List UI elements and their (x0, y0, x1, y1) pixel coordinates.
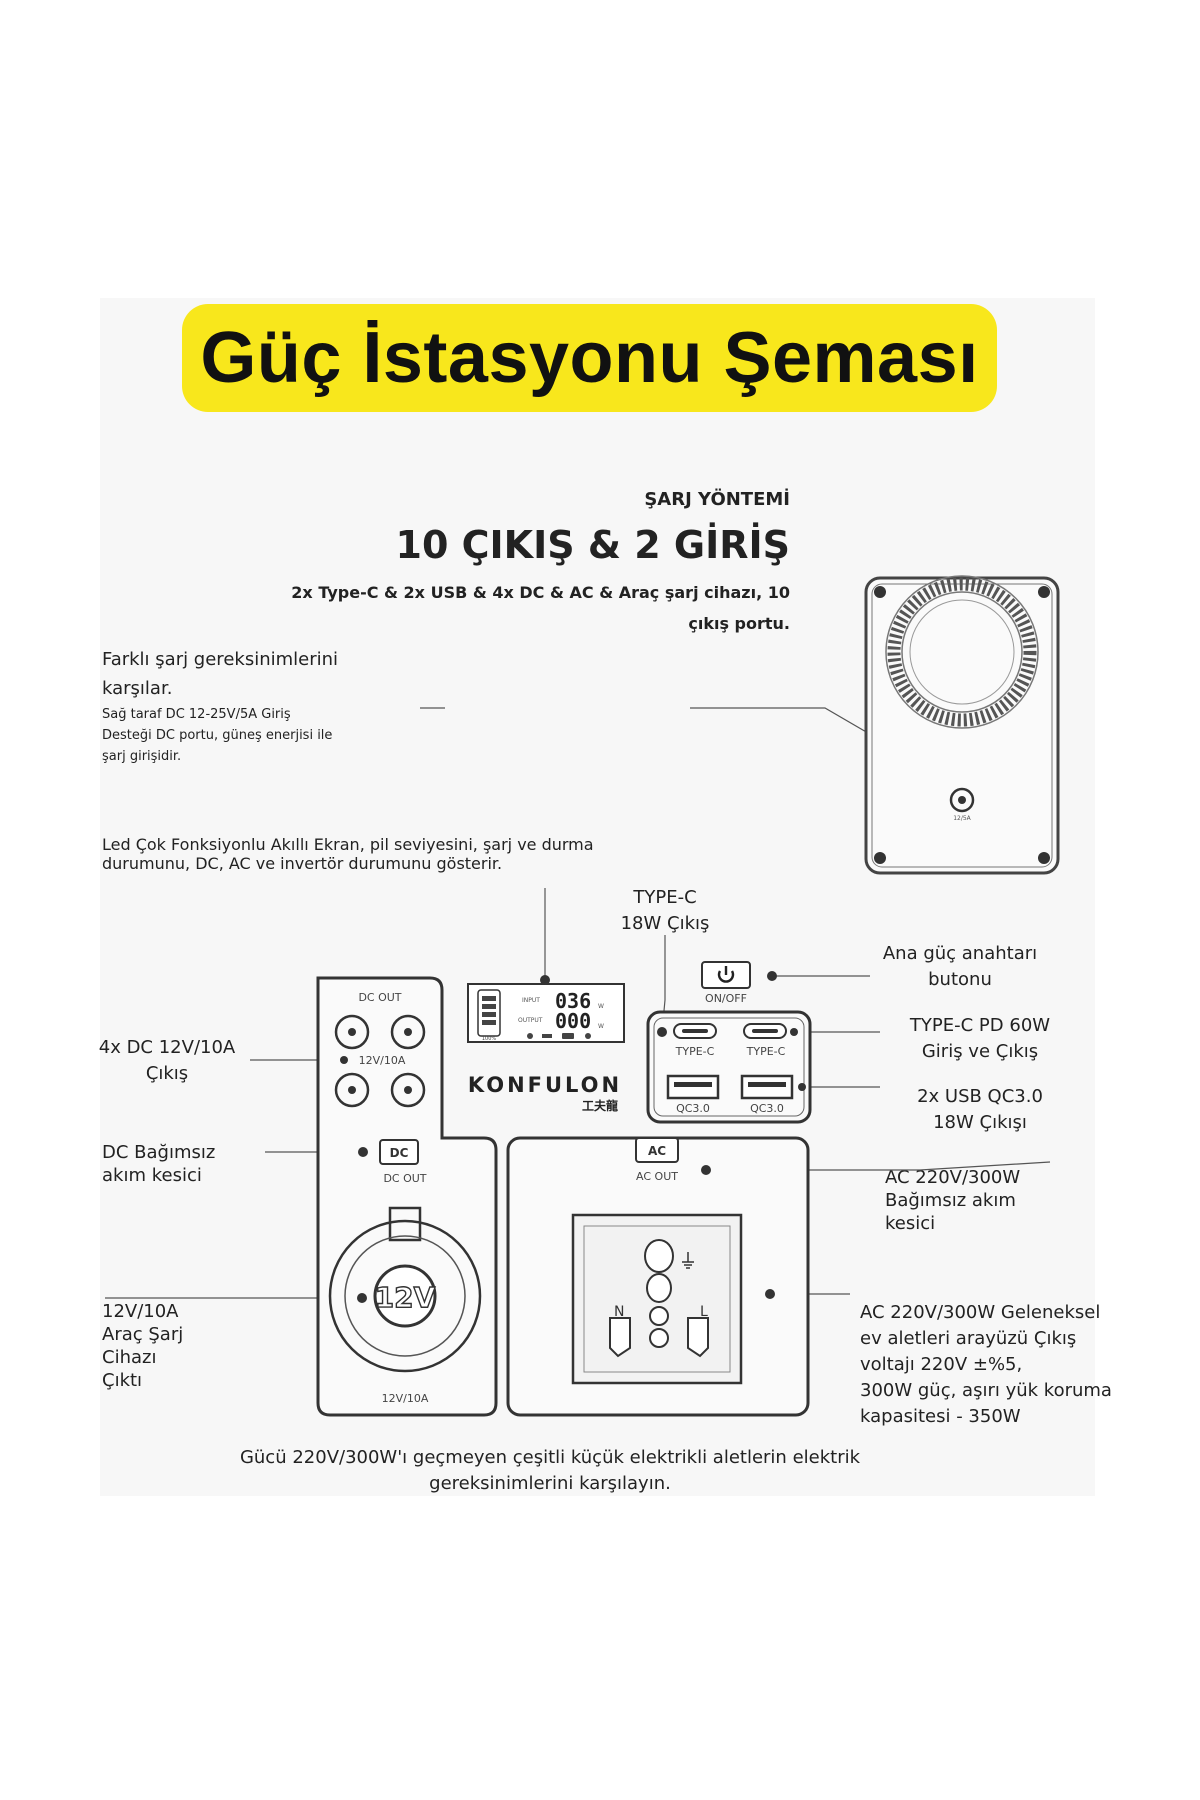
l-pin-icon (687, 1317, 709, 1358)
callout-ac-switch-2: Bağımsız akım (885, 1190, 1016, 1211)
lcd-input-unit: W (598, 1003, 604, 1010)
callout-dc4-2: Çıkış (145, 1063, 189, 1084)
qc-label-1: QC3.0 (676, 1102, 710, 1115)
power-label: ON/OFF (705, 992, 747, 1005)
qc-label-2: QC3.0 (750, 1102, 784, 1115)
header-subline-2: çıkış portu. (688, 614, 790, 633)
battery-icon (477, 989, 501, 1037)
callout-ac-out-1: AC 220V/300W Geleneksel (860, 1302, 1101, 1323)
side-panel: 12/5A (864, 575, 1060, 875)
callout-typec-pd-1: TYPE-C PD 60W (909, 1015, 1051, 1036)
earth-pin-icon (644, 1239, 674, 1273)
dc-port-icon (390, 1072, 426, 1108)
car-rating-label: 12V/10A (382, 1392, 429, 1405)
callout-power-2: butonu (928, 969, 992, 990)
note-dc-in-2: Desteği DC portu, güneş enerjisi ile (102, 728, 333, 743)
brand-chinese-logo: 工夫龍 (582, 1098, 618, 1113)
screw-icon (1038, 586, 1050, 598)
dc-status-icon (527, 1033, 533, 1039)
typec-label-1: TYPE-C (675, 1045, 715, 1058)
dc-switch-button[interactable] (379, 1139, 419, 1165)
callout-typec-18w-2: 18W Çıkış (620, 913, 710, 934)
callout-car-3: Cihazı (102, 1347, 157, 1368)
dc-port-icon (334, 1014, 370, 1050)
car-socket: 12V (328, 1206, 482, 1373)
ac-switch-button-label: AC (648, 1144, 666, 1158)
socket-l-label: L (700, 1304, 708, 1320)
typec-label-2: TYPE-C (746, 1045, 786, 1058)
ground-symbol-icon (682, 1252, 694, 1269)
header-kicker: ŞARJ YÖNTEMİ (644, 489, 790, 510)
usb-module: TYPE-C TYPE-C QC3.0 QC3.0 (646, 1010, 812, 1124)
n-pin-icon (609, 1317, 631, 1358)
lcd-input-value: 036 (555, 989, 591, 1013)
callout-dc4-1: 4x DC 12V/10A (98, 1037, 236, 1058)
lcd-battery-percent: 100% (482, 1036, 497, 1042)
dc-out-label: DC OUT (358, 991, 401, 1004)
universal-socket: N L (571, 1213, 775, 1385)
lcd-input-label: INPUT (522, 997, 540, 1004)
note-needs-1: Farklı şarj gereksinimlerini (102, 649, 339, 670)
dc-rating-label: 12V/10A (359, 1054, 406, 1067)
ac-switch-button[interactable] (635, 1137, 679, 1163)
screw-icon (874, 586, 886, 598)
callout-ac-out-3: voltajı 220V ±%5, (860, 1354, 1023, 1375)
note-dc-in-1: Sağ taraf DC 12-25V/5A Giriş (102, 707, 291, 722)
callout-typec-pd-2: Giriş ve Çıkış (921, 1041, 1039, 1062)
callout-ac-switch-3: kesici (885, 1213, 936, 1234)
car-socket-cap-icon (388, 1206, 422, 1242)
callout-car-4: Çıktı (102, 1370, 143, 1391)
callout-typec-18w-1: TYPE-C (633, 887, 697, 908)
callout-ac-out-2: ev aletleri arayüzü Çıkış (860, 1328, 1077, 1349)
callout-car-2: Araç Şarj (102, 1324, 184, 1345)
dc-switch-label: DC OUT (383, 1172, 426, 1185)
callout-power-1: Ana güç anahtarı (882, 943, 1038, 964)
ac-switch-label: AC OUT (636, 1170, 678, 1183)
ac-status-icon (562, 1033, 574, 1039)
dc-input-port-icon (949, 787, 975, 813)
header-subline-1: 2x Type-C & 2x USB & 4x DC & AC & Araç ş… (291, 583, 790, 602)
ac-module: AC AC OUT N L (506, 1136, 810, 1417)
title-banner: Güç İstasyonu Şeması (182, 304, 997, 412)
header-headline: 10 ÇIKIŞ & 2 GİRİŞ (395, 523, 790, 567)
callout-dc-switch-2: akım kesici (102, 1165, 202, 1186)
screw-icon (1038, 852, 1050, 864)
usb-status-icon (542, 1034, 552, 1038)
callout-ac-out-4: 300W güç, aşırı yük koruma (860, 1380, 1112, 1401)
note-needs-2: karşılar. (102, 678, 173, 699)
callout-dc-switch-1: DC Bağımsız (102, 1142, 216, 1163)
fan-grille-icon (885, 575, 1039, 729)
power-button-group: ON/OFF (701, 961, 777, 1005)
note-lcd-1: Led Çok Fonksiyonlu Akıllı Ekran, pil se… (102, 835, 594, 854)
dc-port-icon (334, 1072, 370, 1108)
car-socket-label: 12V (375, 1281, 436, 1314)
power-icon (717, 966, 735, 983)
brand-logo: KONFULON (468, 1073, 622, 1097)
note-lcd-2: durumunu, DC, AC ve invertör durumunu gö… (102, 854, 503, 873)
inverter-status-icon (585, 1033, 591, 1039)
socket-n-label: N (614, 1304, 624, 1320)
lcd-output-value: 000 (555, 1009, 591, 1033)
dc-switch-button-label: DC (390, 1146, 409, 1160)
page-title: Güç İstasyonu Şeması (200, 318, 979, 398)
dc-port-icon (390, 1014, 426, 1050)
lcd-display: 100% INPUT 036 W OUTPUT 000 W (467, 975, 625, 1043)
callout-car-1: 12V/10A (102, 1301, 179, 1322)
callout-ac-out-5: kapasitesi - 350W (860, 1406, 1021, 1427)
car-socket-icon (373, 1264, 437, 1328)
callout-ac-switch-1: AC 220V/300W (885, 1167, 1021, 1188)
dc-module: DC OUT 12V/10A DC DC OUT 12V 12V/10A (316, 976, 498, 1417)
callout-usb-1: 2x USB QC3.0 (917, 1086, 1043, 1107)
callout-usb-2: 18W Çıkışı (933, 1112, 1027, 1133)
footer-line-2: gereksinimlerini karşılayın. (429, 1473, 671, 1494)
side-port-label: 12/5A (953, 815, 971, 822)
lcd-output-label: OUTPUT (518, 1017, 543, 1024)
lcd-output-unit: W (598, 1023, 604, 1030)
footer-line-1: Gücü 220V/300W'ı geçmeyen çeşitli küçük … (239, 1447, 861, 1468)
screw-icon (874, 852, 886, 864)
note-dc-in-3: şarj girişidir. (102, 749, 182, 764)
